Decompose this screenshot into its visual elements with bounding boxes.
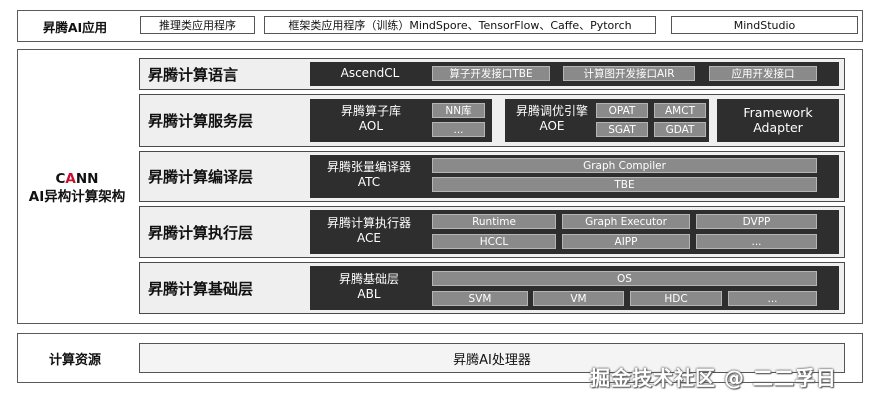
framework-adapter-line1: Framework (743, 105, 813, 120)
aol-name: 昇腾算子库 (340, 104, 401, 118)
language-layer-title: 昇腾计算语言 (148, 65, 239, 84)
tbe-api-chip: 算子开发接口TBE (432, 66, 550, 81)
aol-label: 昇腾算子库 AOL (312, 104, 430, 136)
runtime-chip: Runtime (432, 214, 556, 229)
cann-c: C (55, 171, 66, 187)
nn-library-chip: NN库 (432, 103, 485, 118)
os-chip: OS (432, 271, 817, 286)
ascend-processor-box: 昇腾AI处理器 (139, 343, 845, 373)
ai-application-label: 昇腾AI应用 (42, 19, 108, 35)
framework-adapter-line2: Adapter (753, 120, 803, 135)
aoe-label: 昇腾调优引擎 AOE (506, 104, 598, 136)
ace-abbr: ACE (357, 231, 381, 245)
aoe-name: 昇腾调优引擎 (515, 104, 588, 118)
cann-label: CANN AI异构计算架构 (18, 170, 136, 210)
aipp-chip: AIPP (562, 234, 690, 249)
svm-chip: SVM (432, 291, 528, 306)
abl-name: 昇腾基础层 (338, 272, 399, 286)
amct-chip: AMCT (654, 103, 706, 118)
aol-more-chip: ... (432, 122, 485, 137)
compute-resources-label: 计算资源 (48, 352, 101, 368)
hdc-chip: HDC (630, 291, 722, 306)
vm-chip: VM (533, 291, 624, 306)
hccl-chip: HCCL (432, 234, 556, 249)
dvpp-chip: DVPP (696, 214, 817, 229)
opat-chip: OPAT (596, 103, 648, 118)
abl-abbr: ABL (357, 287, 381, 301)
app-api-chip: 应用开发接口 (709, 66, 817, 81)
abl-label: 昇腾基础层 ABL (312, 272, 426, 304)
framework-app-box: 框架类应用程序（训练）MindSpore、TensorFlow、Caffe、Py… (264, 16, 656, 34)
cann-subtitle: AI异构计算架构 (28, 189, 126, 205)
service-layer-title: 昇腾计算服务层 (148, 112, 254, 130)
atc-name: 昇腾张量编译器 (326, 160, 411, 174)
aoe-abbr: AOE (539, 119, 565, 133)
cann-accent-a: A (65, 171, 76, 187)
sgat-chip: SGAT (596, 122, 648, 137)
inference-app-box: 推理类应用程序 (140, 16, 255, 34)
base-layer-title: 昇腾计算基础层 (148, 279, 254, 298)
graph-executor-chip: Graph Executor (562, 214, 690, 229)
atc-label: 昇腾张量编译器 ATC (312, 160, 426, 192)
mindstudio-box: MindStudio (671, 16, 858, 34)
watermark-text: 掘金技术社区 @ 二二孚日 (590, 366, 837, 390)
ace-more-chip: ... (696, 234, 817, 249)
framework-adapter-panel (717, 99, 839, 142)
graph-compiler-chip: Graph Compiler (432, 158, 817, 173)
atc-abbr: ATC (357, 175, 381, 189)
cann-nn: NN (75, 171, 99, 187)
gdat-chip: GDAT (654, 122, 706, 137)
ace-name: 昇腾计算执行器 (326, 216, 411, 230)
abl-more-chip: ... (728, 291, 817, 306)
aol-abbr: AOL (358, 119, 384, 133)
ascendcl-label: AscendCL (340, 66, 400, 80)
air-api-chip: 计算图开发接口AIR (563, 66, 695, 81)
framework-adapter-label: Framework Adapter (717, 105, 839, 137)
compile-layer-title: 昇腾计算编译层 (148, 168, 254, 186)
ace-label: 昇腾计算执行器 ACE (312, 216, 426, 248)
execute-layer-title: 昇腾计算执行层 (148, 223, 254, 242)
tbe-chip: TBE (432, 177, 817, 192)
